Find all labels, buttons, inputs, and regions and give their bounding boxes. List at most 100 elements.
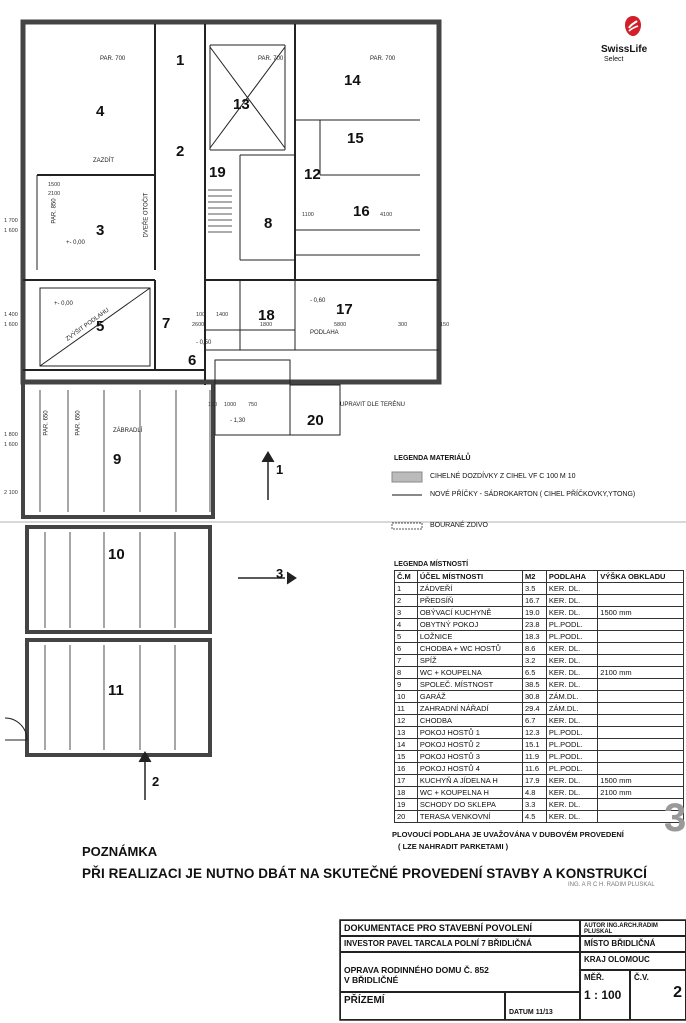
table-cell: POKOJ HOSTŮ 1: [416, 726, 523, 739]
author-cell: AUTOR ING.ARCH.RADIM PLUSKAL: [580, 920, 686, 936]
plan-label: ZÁBRADLÍ: [113, 428, 143, 434]
table-cell: 20: [394, 810, 418, 823]
table-cell: 16: [394, 762, 418, 775]
table-cell: CHODBA + WC HOSTŮ: [416, 642, 523, 655]
dimension: 5800: [334, 322, 347, 328]
note-heading: POZNÁMKA: [82, 844, 158, 859]
table-cell: 9: [394, 678, 418, 691]
table-cell: 15: [394, 750, 418, 763]
room-number-10: 10: [108, 546, 125, 563]
table-cell: [597, 690, 684, 703]
table-cell: OBYTNÝ POKOJ: [416, 618, 523, 631]
col-header: PODLAHA: [545, 570, 599, 583]
room-number-18: 18: [258, 307, 275, 324]
table-cell: KER. DL.: [545, 786, 599, 799]
dimension: 1400: [216, 312, 229, 318]
plan-label: PAR. 650: [75, 410, 82, 436]
room-number-1: 1: [176, 52, 185, 69]
table-cell: KER. DL.: [545, 810, 599, 823]
table-cell: 6: [394, 642, 418, 655]
cv-label: Č.V.: [634, 973, 649, 982]
table-cell: [597, 642, 684, 655]
table-cell: 15.1: [521, 738, 547, 751]
table-cell: WC + KOUPELNA: [416, 666, 523, 679]
legend-materials-title: LEGENDA MATERIÁLŮ: [394, 455, 471, 462]
table-cell: GARÁŽ: [416, 690, 523, 703]
brand-sub: Select: [604, 56, 624, 63]
table-cell: PL.PODL.: [545, 738, 599, 751]
room-number-14: 14: [344, 72, 361, 89]
table-cell: 3.5: [521, 582, 547, 595]
room-number-3: 3: [96, 222, 105, 239]
table-cell: PL.PODL.: [545, 726, 599, 739]
table-cell: 12.3: [521, 726, 547, 739]
table-cell: KER. DL.: [545, 654, 599, 667]
room-number-2: 2: [176, 143, 185, 160]
table-cell: 19: [394, 798, 418, 811]
author-stamp: ING. A R C H. RADIM PLUSKAL: [568, 882, 655, 888]
project-name: OPRAVA RODINNÉHO DOMU Č. 852: [344, 965, 489, 975]
table-cell: KER. DL.: [545, 642, 599, 655]
level-label: - 0,50: [196, 340, 212, 346]
table-cell: 30.8: [521, 690, 547, 703]
cv-value: 2: [673, 984, 682, 1001]
section-mark-1: 1: [276, 462, 284, 477]
table-cell: KER. DL.: [545, 606, 599, 619]
scale-label: MĚŘ.: [584, 973, 604, 982]
table-cell: 17: [394, 774, 418, 787]
investor: INVESTOR PAVEL TARCALA POLNÍ 7 BŘIDLIČNÁ: [340, 936, 580, 952]
table-cell: SCHODY DO SKLEPA: [416, 798, 523, 811]
plan-label: PAR. 700: [258, 56, 284, 62]
dimension: 1 600: [4, 228, 18, 234]
dimension: 1000: [224, 402, 237, 408]
table-cell: 3.3: [521, 798, 547, 811]
table-cell: 13: [394, 726, 418, 739]
table-cell: [597, 630, 684, 643]
table-cell: [597, 594, 684, 607]
table-cell: WC + KOUPELNA H: [416, 786, 523, 799]
table-cell: TERASA VENKOVNÍ: [416, 810, 523, 823]
table-cell: POKOJ HOSTŮ 3: [416, 750, 523, 763]
table-cell: 18: [394, 786, 418, 799]
room-legend-table: Č.M ÚČEL MÍSTNOSTI M2 PODLAHA VÝŠKA OBKL…: [394, 570, 684, 823]
table-cell: 6.5: [521, 666, 547, 679]
dimension: 1800: [260, 322, 273, 328]
col-header: Č.M: [394, 570, 418, 583]
table-cell: 4.5: [521, 810, 547, 823]
table-cell: [597, 654, 684, 667]
table-cell: KER. DL.: [545, 714, 599, 727]
room-number-5: 5: [96, 318, 105, 335]
level-label: - 1,30: [230, 418, 246, 424]
table-cell: [597, 678, 684, 691]
table-cell: 10: [394, 690, 418, 703]
dimension: 1 800: [4, 432, 18, 438]
table-cell: 2: [394, 594, 418, 607]
author-name: ING.ARCH.RADIM PLUSKAL: [584, 923, 658, 935]
table-cell: SPÍŽ: [416, 654, 523, 667]
table-cell: 16.7: [521, 594, 547, 607]
room-number-9: 9: [113, 451, 122, 468]
section-mark-3: 3: [276, 566, 284, 581]
page-mark: 3: [664, 796, 686, 840]
table-cell: 14: [394, 738, 418, 751]
table-cell: 6.7: [521, 714, 547, 727]
room-number-6: 6: [188, 352, 197, 369]
legend-item: CIHELNÉ DOZDÍVKY Z CIHEL VF C 100 M 10: [430, 473, 576, 480]
dimension: 1 400: [4, 312, 18, 318]
author-label: AUTOR: [584, 923, 606, 929]
scale-value: 1 : 100: [584, 988, 622, 1002]
brand-name: SwissLife: [601, 44, 648, 55]
level-label: - 0,60: [310, 298, 326, 304]
table-cell: [597, 702, 684, 715]
table-cell: [597, 582, 684, 595]
title-block: DOKUMENTACE PRO STAVEBNÍ POVOLENÍ AUTOR …: [340, 920, 686, 1020]
plan-label: PAR. 650: [43, 410, 50, 436]
table-cell: 8.6: [521, 642, 547, 655]
col-header: M2: [521, 570, 547, 583]
